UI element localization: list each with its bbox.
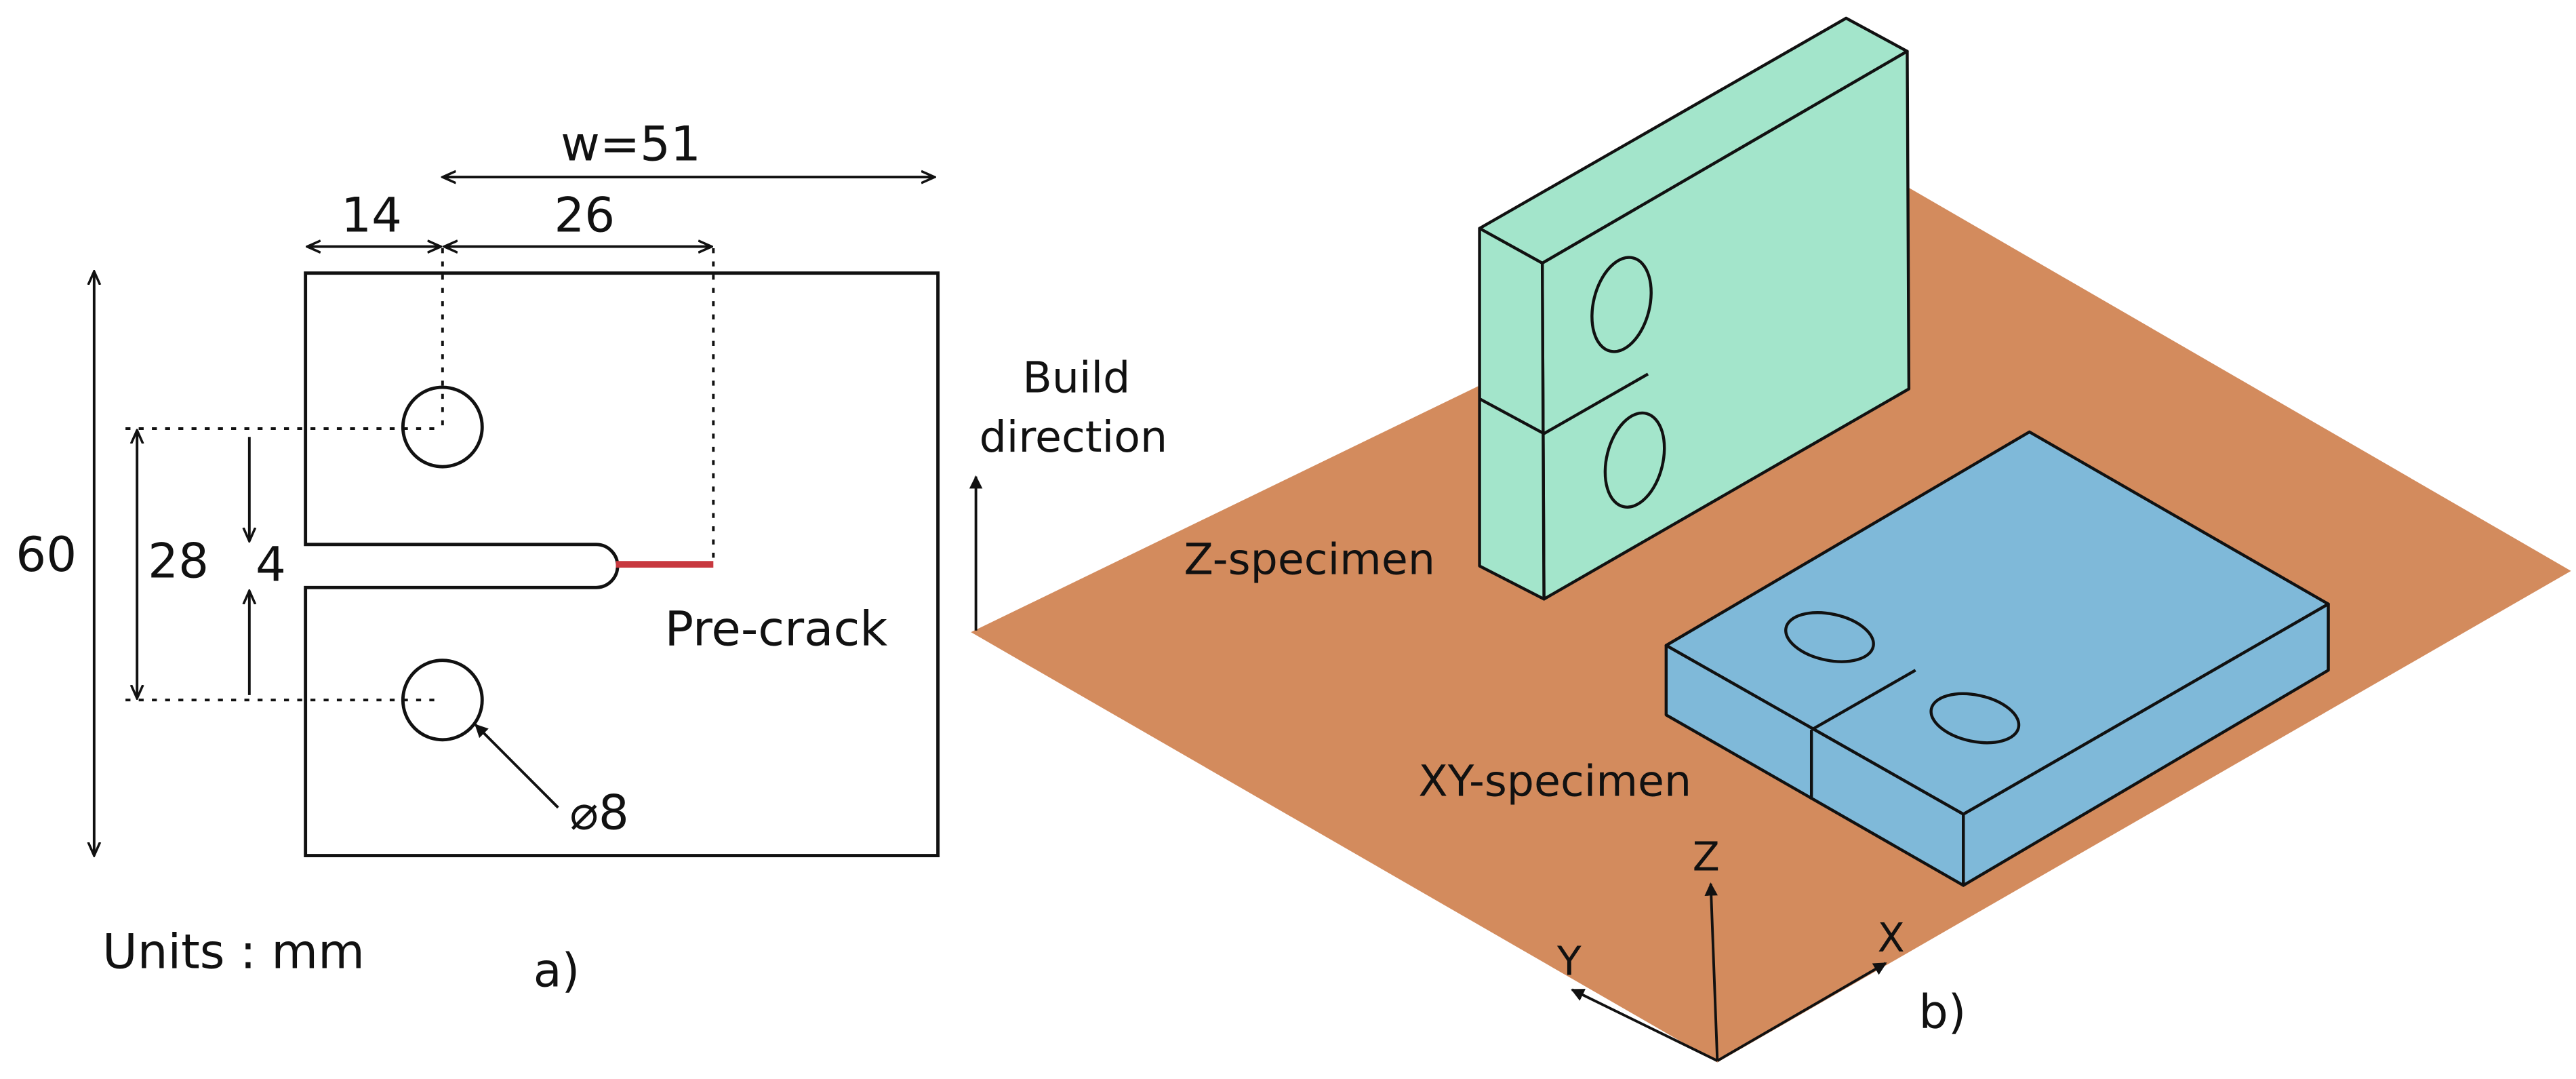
xy-specimen-hole-2 bbox=[1929, 692, 2021, 745]
z-specimen-label: Z-specimen bbox=[1184, 534, 1435, 585]
z-specimen-upper-hole bbox=[1590, 256, 1653, 353]
width-label: w=51 bbox=[561, 116, 701, 172]
panel-b-labels: Build direction Z-specimen XY-specimen X… bbox=[980, 352, 1967, 1039]
panel-b-drawing bbox=[969, 16, 2571, 1063]
notch-width-label: 4 bbox=[256, 536, 286, 592]
y-axis-label: Y bbox=[1556, 938, 1582, 984]
height-label: 60 bbox=[16, 526, 77, 583]
x-axis-label: X bbox=[1878, 915, 1905, 961]
z-specimen-lower-hole bbox=[1603, 411, 1666, 509]
panel-a-label: a) bbox=[534, 944, 580, 998]
specimen-outline bbox=[304, 271, 940, 858]
build-direction-label: Build direction bbox=[980, 352, 1167, 462]
precrack-label: Pre-crack bbox=[665, 601, 888, 657]
hole-diameter-label: ⌀8 bbox=[569, 784, 628, 840]
z-axis-arrow bbox=[1704, 882, 1719, 1061]
xy-specimen-hole-1 bbox=[1784, 611, 1875, 663]
diameter-leader-arrow bbox=[475, 724, 559, 809]
panel-a-labels: w=51 14 26 60 28 4 Pre-crack ⌀8 Units : … bbox=[16, 116, 887, 998]
offset-label: 14 bbox=[341, 187, 402, 243]
crack-distance-label: 26 bbox=[554, 187, 615, 243]
hole-spacing-label: 28 bbox=[148, 533, 209, 589]
x-axis-arrow bbox=[1716, 962, 1887, 1062]
xy-specimen-side-face bbox=[1962, 602, 2330, 887]
panel-b-label: b) bbox=[1919, 985, 1967, 1039]
z-specimen-front-face bbox=[1478, 227, 1546, 601]
z-axis-label: Z bbox=[1693, 833, 1720, 880]
panel-a-drawing bbox=[304, 271, 940, 858]
panel-a-dimensions bbox=[94, 177, 935, 855]
z-specimen bbox=[1478, 16, 1911, 601]
upper-pin-hole bbox=[401, 385, 484, 469]
xy-specimen-label: XY-specimen bbox=[1418, 756, 1691, 806]
z-specimen-notch-side bbox=[1543, 372, 1649, 435]
units-label: Units : mm bbox=[102, 923, 365, 979]
xy-specimen bbox=[1664, 430, 2330, 887]
lower-pin-hole bbox=[401, 659, 484, 742]
build-direction-line-1: Build bbox=[1022, 352, 1130, 402]
build-direction-line-2: direction bbox=[980, 412, 1167, 462]
y-axis-arrow bbox=[1571, 988, 1718, 1062]
coordinate-axes bbox=[1571, 882, 1887, 1062]
xy-specimen-notch-top bbox=[1811, 669, 1916, 732]
z-specimen-notch-front bbox=[1478, 397, 1545, 435]
